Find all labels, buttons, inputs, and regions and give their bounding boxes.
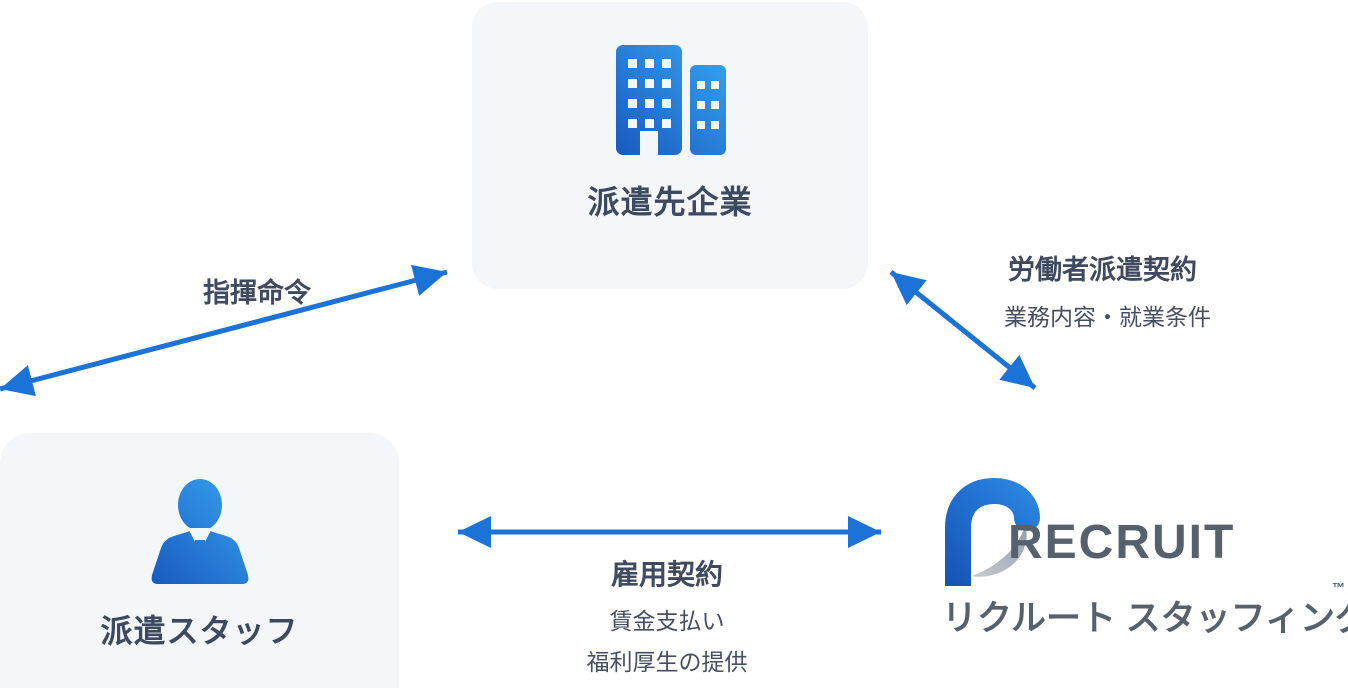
relation-command: 指揮命令 bbox=[203, 276, 311, 310]
command-label: 指揮命令 bbox=[203, 278, 311, 308]
node-dispatch-staff: 派遣スタッフ bbox=[0, 433, 399, 688]
businessperson-icon bbox=[148, 478, 252, 589]
employment-contract-label: 雇用契約 bbox=[610, 559, 723, 590]
recruit-r-arch-logo bbox=[944, 476, 1044, 607]
trademark-symbol: ™ bbox=[1332, 580, 1345, 595]
client-company-label: 派遣先企業 bbox=[587, 184, 753, 220]
relation-employment-contract: 雇用契約 賃金支払い 福利厚生の提供 bbox=[450, 558, 884, 677]
employment-contract-sublabel-welfare: 福利厚生の提供 bbox=[586, 649, 748, 675]
recruit-staffing-japanese-name: リクルート スタッフィング bbox=[942, 599, 1348, 638]
worker-dispatch-contract-label: 労働者派遣契約 bbox=[1008, 255, 1197, 285]
employment-contract-sublabel-wages: 賃金支払い bbox=[609, 608, 725, 634]
dispatch-staff-label: 派遣スタッフ bbox=[100, 613, 299, 649]
worker-dispatch-contract-sublabel: 業務内容・就業条件 bbox=[1004, 304, 1211, 330]
recruit-wordmark: RECRUIT bbox=[1008, 516, 1236, 569]
node-agency-logo: RECRUIT リクルート スタッフィング ™ bbox=[942, 452, 1348, 662]
node-client-company: 派遣先企業 bbox=[472, 2, 868, 289]
office-building-icon bbox=[614, 43, 726, 160]
relation-worker-dispatch-contract: 労働者派遣契約 業務内容・就業条件 bbox=[1004, 253, 1211, 332]
